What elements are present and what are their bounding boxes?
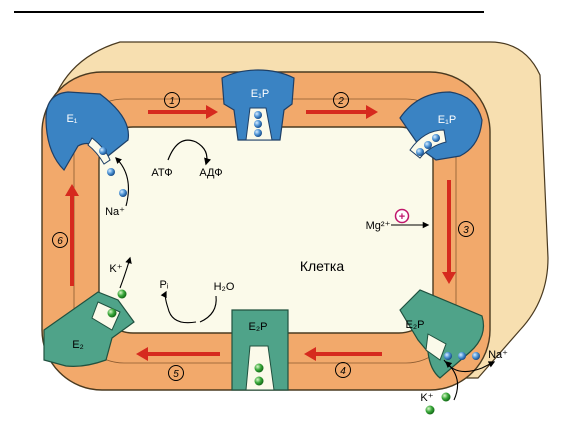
na-out-label: Na⁺ bbox=[488, 349, 508, 361]
pump-e1-topleft-label: E₁ bbox=[66, 113, 77, 125]
k-in-label: K⁺ bbox=[109, 263, 122, 275]
atp-label: АТФ bbox=[151, 167, 172, 179]
step-4-label: 4 bbox=[340, 366, 346, 377]
k-ion bbox=[108, 309, 117, 318]
na-ion bbox=[107, 168, 115, 176]
mg-label: Mg²⁺ bbox=[366, 220, 391, 232]
na-ion bbox=[254, 120, 262, 128]
k-ion bbox=[426, 406, 435, 415]
k-ion bbox=[442, 393, 451, 402]
k-ion bbox=[118, 290, 127, 299]
na-ion bbox=[254, 111, 262, 119]
step-3-label: 3 bbox=[463, 225, 469, 236]
step-6-label: 6 bbox=[57, 236, 63, 247]
pump-e2-bottomleft-label: E₂ bbox=[72, 339, 84, 351]
na-ion bbox=[416, 148, 424, 156]
step-5-label: 5 bbox=[173, 369, 179, 380]
cell-label: Клетка bbox=[300, 258, 344, 274]
na-in-label: Na⁺ bbox=[105, 206, 125, 218]
na-ion bbox=[458, 352, 466, 360]
pump-e1p-topright-label: E₁P bbox=[438, 114, 456, 126]
k-ion bbox=[255, 377, 264, 386]
pi-label: Pᵢ bbox=[159, 279, 168, 291]
step-2-label: 2 bbox=[337, 96, 344, 107]
na-ion bbox=[254, 129, 262, 137]
step-1-label: 1 bbox=[169, 96, 175, 107]
na-ion bbox=[99, 147, 107, 155]
na-ion bbox=[424, 141, 432, 149]
mg-plus-sign: + bbox=[399, 211, 405, 223]
na-ion bbox=[432, 134, 440, 142]
pump-e2p-bottom-label: E₂P bbox=[249, 321, 268, 333]
h2o-label: H₂O bbox=[214, 281, 235, 293]
k-out-label: K⁺ bbox=[420, 392, 433, 404]
pump-e1p-top-label: E₁P bbox=[251, 88, 269, 100]
pump-e2p-bottomright-label: E₂P bbox=[406, 319, 425, 331]
na-ion bbox=[444, 352, 452, 360]
na-ion bbox=[119, 189, 127, 197]
adp-label: АДФ bbox=[199, 167, 222, 179]
na-ion bbox=[472, 352, 480, 360]
k-ion bbox=[255, 364, 264, 373]
